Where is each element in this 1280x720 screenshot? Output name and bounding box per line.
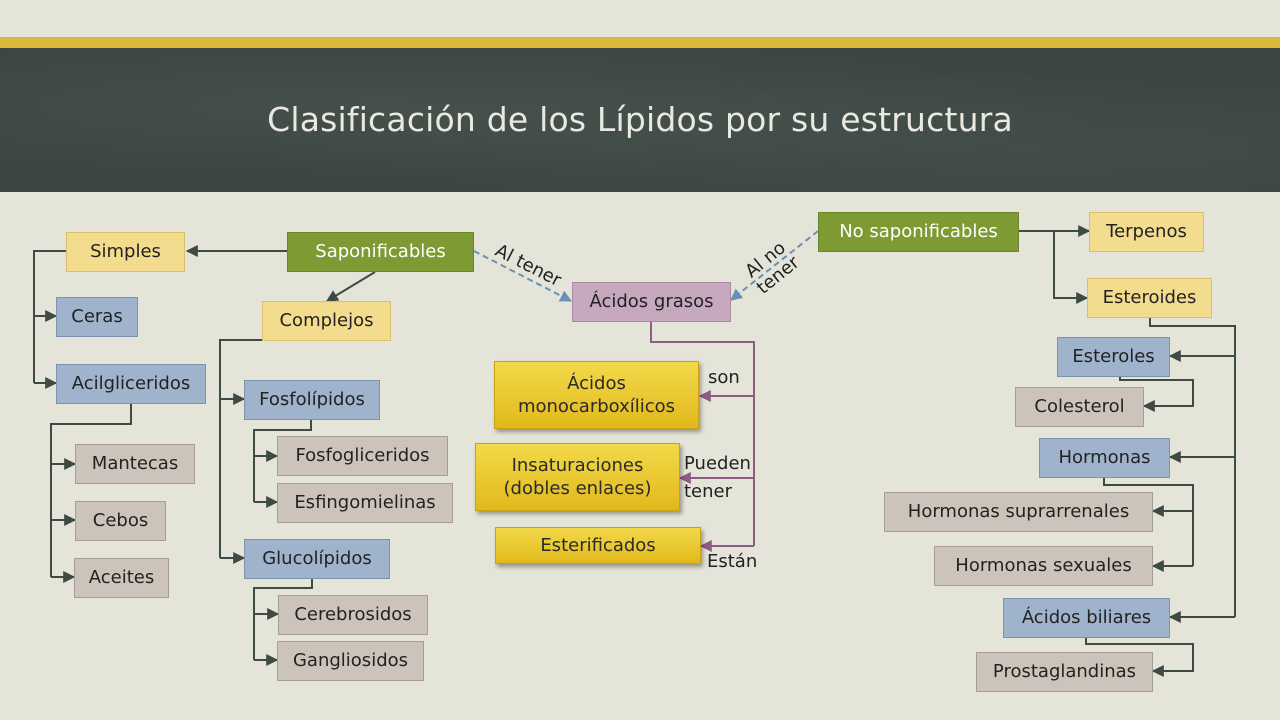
edge-saponificables-complejos xyxy=(325,271,376,302)
node-hormonas-sexuales: Hormonas sexuales xyxy=(934,546,1153,586)
node-hormonas-suprarrenales: Hormonas suprarrenales xyxy=(884,492,1153,532)
node-mantecas: Mantecas xyxy=(75,444,195,484)
node-insaturaciones: Insaturaciones (dobles enlaces) xyxy=(475,443,680,511)
node-fosfolipidos: Fosfolípidos xyxy=(244,380,380,420)
accent-bar xyxy=(0,37,1280,48)
node-acidos-biliares: Ácidos biliares xyxy=(1003,598,1170,638)
edge-nosaponificables-acidos-grasos xyxy=(730,230,819,301)
edge-esteroles-colesterol xyxy=(1119,376,1194,412)
edge-saponificables-acidos-grasos xyxy=(473,250,573,302)
slide-title: Clasificación de los Lípidos por su estr… xyxy=(267,100,1013,139)
node-glucolipidos: Glucolípidos xyxy=(244,539,390,579)
node-acilgliceridos: Acilgliceridos xyxy=(56,364,206,404)
edge-biliares-prostaglandinas xyxy=(1085,637,1194,677)
node-esterificados: Esterificados xyxy=(495,527,701,564)
node-esteroides: Esteroides xyxy=(1087,278,1212,318)
label-son: son xyxy=(708,367,740,388)
node-aceites: Aceites xyxy=(74,558,169,598)
node-fosfogliceridos: Fosfogliceridos xyxy=(277,436,448,476)
node-ceras: Ceras xyxy=(56,297,138,337)
edge-simples-bracket xyxy=(33,250,66,383)
node-no-saponificables: No saponificables xyxy=(818,212,1019,252)
edge-nosap-bracket xyxy=(1053,231,1089,304)
edge-complejos-bracket xyxy=(219,339,262,558)
node-prostaglandinas: Prostaglandinas xyxy=(976,652,1153,692)
node-simples: Simples xyxy=(66,232,185,272)
edge-fosfo-bracket xyxy=(253,419,312,502)
edge-gluco-bracket xyxy=(253,578,313,660)
node-esteroles: Esteroles xyxy=(1057,337,1170,377)
node-saponificables: Saponificables xyxy=(287,232,474,272)
edge-hormonas-bracket xyxy=(1103,477,1194,566)
node-cerebrosidos: Cerebrosidos xyxy=(278,595,428,635)
node-colesterol: Colesterol xyxy=(1015,387,1144,427)
node-gangliosidos: Gangliosidos xyxy=(277,641,424,681)
label-estan: Están xyxy=(707,551,758,572)
node-acidos-monocarboxilicos: Ácidos monocarboxílicos xyxy=(494,361,699,429)
edge-acil-bracket xyxy=(50,404,132,577)
node-hormonas: Hormonas xyxy=(1039,438,1170,478)
edge-esteroides-bracket xyxy=(1149,317,1236,617)
label-pueden-tener: Pueden tener xyxy=(684,453,751,502)
node-terpenos: Terpenos xyxy=(1089,212,1204,252)
title-band xyxy=(0,48,1280,192)
node-acidos-grasos: Ácidos grasos xyxy=(572,282,731,322)
node-esfingomielinas: Esfingomielinas xyxy=(277,483,453,523)
node-complejos: Complejos xyxy=(262,301,391,341)
node-cebos: Cebos xyxy=(75,501,166,541)
edge-acidos-grasos-bracket xyxy=(650,321,755,546)
